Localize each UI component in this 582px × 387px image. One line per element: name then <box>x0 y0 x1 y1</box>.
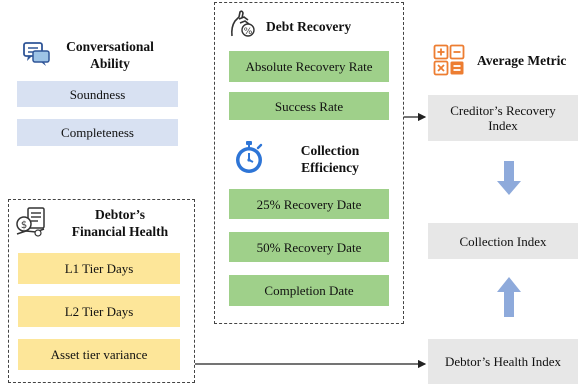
debt-recovery-title: Debt Recovery <box>266 19 352 34</box>
completeness-box: Completeness <box>17 119 178 146</box>
finance-icon: $ <box>14 204 48 238</box>
absolute-recovery-rate-box: Absolute Recovery Rate <box>229 51 389 82</box>
debtor-health-group <box>8 199 195 383</box>
average-metric-title: Average Metric <box>477 53 567 68</box>
svg-text:%: % <box>244 27 253 37</box>
l2-tier-days-box: L2 Tier Days <box>18 296 180 327</box>
center-metrics-group <box>214 2 404 324</box>
creditor-recovery-index-box: Creditor’s Recovery Index <box>428 95 578 141</box>
success-rate-box: Success Rate <box>229 92 389 120</box>
debtor-health-title: Debtor’s Financial Health <box>71 207 169 239</box>
chat-bubbles-icon <box>22 41 52 67</box>
money-hand-icon: % <box>228 9 256 39</box>
down-block-arrow <box>497 161 521 195</box>
svg-text:$: $ <box>21 220 27 231</box>
collection-efficiency-title: Collection Efficiency <box>300 143 360 175</box>
recovery-date-25-box: 25% Recovery Date <box>229 189 389 219</box>
calculator-icon <box>433 44 465 76</box>
soundness-box: Soundness <box>17 81 178 107</box>
stopwatch-icon <box>234 140 264 174</box>
collection-index-box: Collection Index <box>428 223 578 259</box>
conversational-title: Conversational Ability <box>66 39 154 71</box>
completion-date-box: Completion Date <box>229 275 389 306</box>
recovery-date-50-box: 50% Recovery Date <box>229 232 389 262</box>
up-block-arrow <box>497 277 521 317</box>
l1-tier-days-box: L1 Tier Days <box>18 253 180 284</box>
asset-tier-variance-box: Asset tier variance <box>18 339 180 370</box>
debtor-health-index-box: Debtor’s Health Index <box>428 339 578 384</box>
